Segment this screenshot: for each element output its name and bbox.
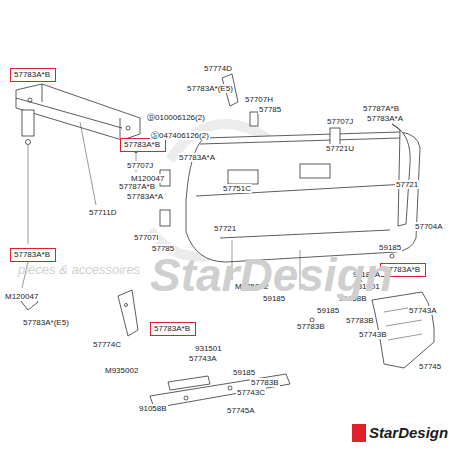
highlight-box: 57783A*B — [10, 68, 56, 82]
part-number: Ⓑ010006126(2) — [146, 113, 206, 122]
part-number: 931501 — [194, 344, 223, 353]
part-number: M120047 — [4, 292, 39, 301]
part-number: 57743B — [358, 330, 388, 339]
part-number: 57783A*(E5) — [186, 84, 234, 93]
part-number: 57704A — [414, 222, 444, 231]
part-number: 57783A*B — [154, 324, 193, 333]
watermark: StarDesign — [150, 250, 393, 300]
part-number: 57711D — [88, 208, 117, 217]
part-number: 57707H — [244, 95, 274, 104]
part-number: 57783A*B — [14, 250, 53, 259]
highlight-box: 57783A*B — [10, 248, 56, 262]
part-number: 57751C — [222, 184, 252, 193]
highlight-box: 57783A*B — [150, 322, 196, 336]
part-number: 57783B — [296, 322, 326, 331]
part-number: 57783A*A — [178, 153, 216, 162]
part-number: 57707I — [133, 233, 159, 242]
highlight-box: 57783A*B — [120, 138, 166, 152]
part-number: 59185 — [232, 368, 256, 377]
part-number: 57787A*B — [118, 182, 156, 191]
part-number: 57783A*A — [126, 192, 164, 201]
part-number: 57721 — [395, 180, 419, 189]
part-number: Ⓢ047406126(2) — [150, 131, 210, 140]
logo-text: StarDesign — [352, 424, 449, 442]
part-number: 57745 — [418, 362, 442, 371]
watermark: pièces & accessoires — [18, 262, 140, 277]
part-number: 57745A — [226, 406, 256, 415]
part-number: 59185 — [316, 306, 340, 315]
part-number: 57707J — [326, 117, 354, 126]
part-number: 91058B — [138, 404, 168, 413]
part-number: 57743C — [236, 388, 266, 397]
part-number: 57743A — [408, 306, 438, 315]
part-number: 57783B — [345, 316, 375, 325]
part-number: 57785 — [258, 105, 282, 114]
part-number: 57721 — [213, 224, 237, 233]
part-number: 57774C — [92, 340, 122, 349]
part-number: 57783B — [250, 378, 280, 387]
part-number: 57783A*B — [124, 140, 163, 149]
part-number: 57783A*A — [366, 114, 404, 123]
part-number: 57721U — [325, 144, 355, 153]
part-number: 57707J — [126, 161, 154, 170]
part-number: 57787A*B — [362, 104, 400, 113]
part-number: 57743A — [188, 354, 218, 363]
part-number: M935002 — [104, 366, 139, 375]
part-number: 57774D — [203, 64, 233, 73]
part-number: 57783A*(E5) — [22, 318, 70, 327]
part-number: 57783A*B — [14, 70, 53, 79]
